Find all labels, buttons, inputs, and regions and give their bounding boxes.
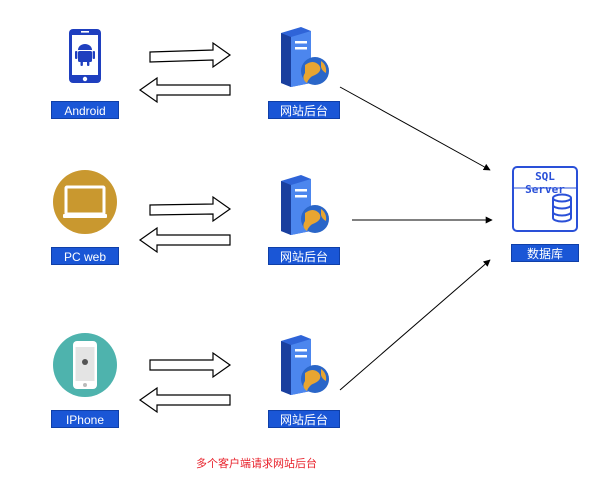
server-globe-icon: [281, 335, 329, 395]
server-globe-icon: [281, 175, 329, 235]
client-label-iphone: IPhone: [51, 410, 119, 428]
response-arrow-2: [138, 226, 231, 254]
client-label-pc-web: PC web: [51, 247, 119, 265]
server-globe-icon: [281, 27, 329, 87]
server-label-1: 网站后台: [268, 101, 340, 119]
server-label-3: 网站后台: [268, 410, 340, 428]
database-title: SQL Server: [525, 170, 565, 196]
server3-to-db-line: [339, 259, 491, 391]
android-phone-icon: [69, 29, 101, 83]
database-label: 数据库: [511, 244, 579, 262]
diagram-caption: 多个客户端请求网站后台: [196, 458, 317, 470]
client-label-android: Android: [51, 101, 119, 119]
server1-to-db-line: [339, 86, 491, 171]
monitor-icon: [53, 170, 117, 234]
request-arrow-3: [149, 351, 232, 379]
request-arrow-1: [149, 41, 232, 69]
request-arrow-2: [149, 195, 232, 223]
database-icon: [512, 166, 578, 232]
iphone-icon: [53, 333, 117, 397]
response-arrow-1: [138, 76, 231, 104]
server-label-2: 网站后台: [268, 247, 340, 265]
response-arrow-3: [138, 386, 231, 414]
